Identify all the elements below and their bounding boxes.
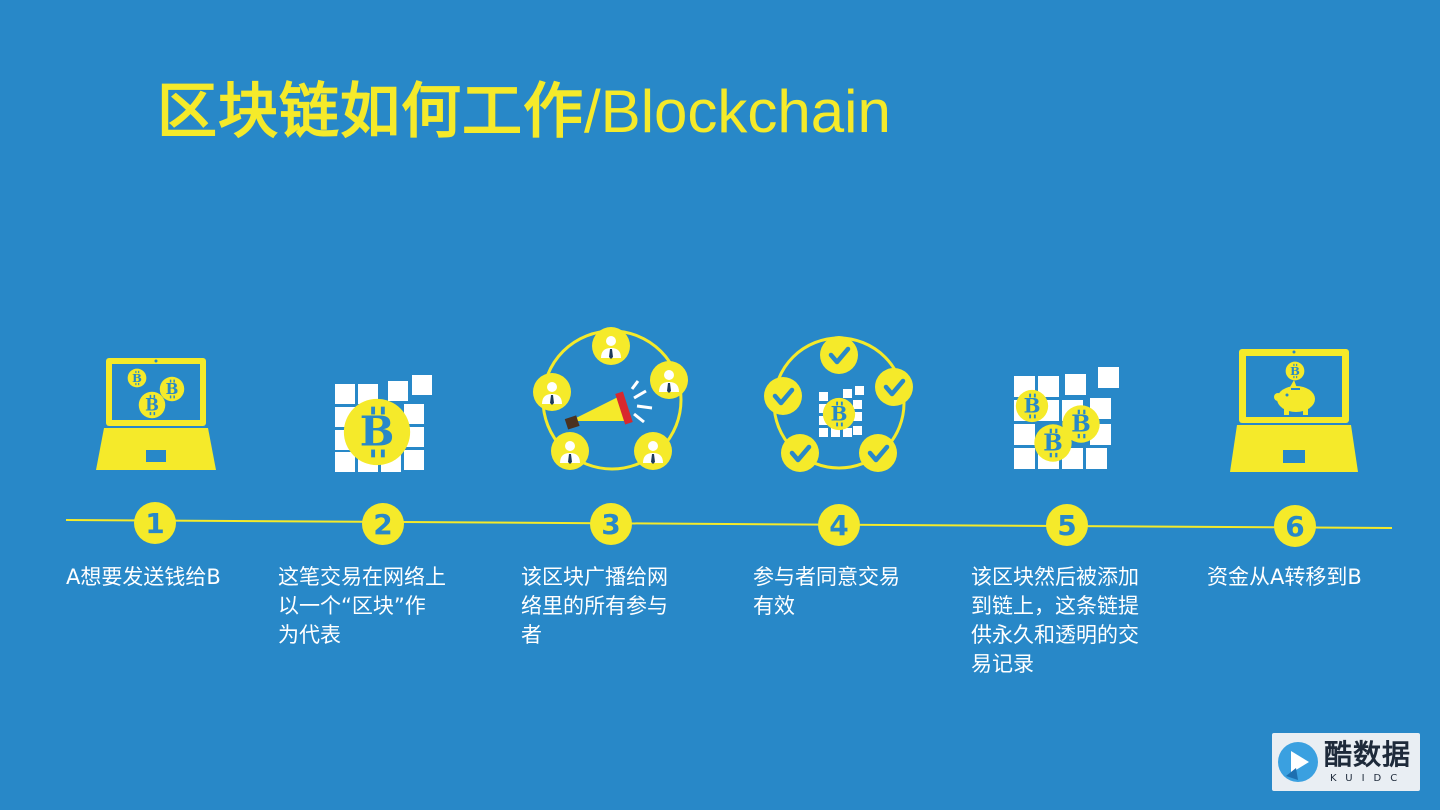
- step-badge-4: 4: [818, 504, 860, 546]
- step-4-text: 参与者同意交易有效: [753, 565, 900, 618]
- step-number-4: 4: [829, 509, 848, 542]
- step-2-text: 这笔交易在网络上以一个“区块”作为代表: [278, 565, 446, 647]
- step-number-3: 3: [601, 508, 620, 541]
- step-5-text: 该区块然后被添加到链上，这条链提供永久和透明的交易记录: [971, 565, 1139, 676]
- step-badge-2: 2: [362, 503, 404, 545]
- laptop-bitcoin-icon: [96, 358, 216, 470]
- watermark-logo: 酷数据 KUIDC: [1272, 733, 1420, 791]
- step-badge-6: 6: [1274, 505, 1316, 547]
- title-en: /Blockchain: [584, 78, 891, 145]
- step-1-text: A想要发送钱给B: [66, 565, 221, 589]
- step-badge-3: 3: [590, 503, 632, 545]
- step-6-text: 资金从A转移到B: [1207, 565, 1362, 589]
- step-badge-5: 5: [1046, 504, 1088, 546]
- step-badge-1: 1: [134, 502, 176, 544]
- step-number-6: 6: [1285, 510, 1304, 543]
- laptop-piggy-bank-icon: [1230, 349, 1358, 472]
- step-number-5: 5: [1057, 509, 1076, 542]
- bitcoin-block-icon: [335, 375, 432, 472]
- blockchain-blocks-icon: [1014, 367, 1119, 469]
- step-number-1: 1: [145, 507, 164, 540]
- play-logo-icon: [1278, 742, 1318, 782]
- step-number-2: 2: [373, 508, 392, 541]
- broadcast-network-icon: [533, 327, 688, 471]
- title-zh: 区块链如何工作: [157, 77, 584, 147]
- timeline-line: [65, 519, 1393, 529]
- page-title: 区块链如何工作/Blockchain: [157, 72, 891, 152]
- step-3-text: 该区块广播给网络里的所有参与者: [521, 565, 668, 647]
- logo-name: 酷数据: [1324, 738, 1412, 771]
- consensus-check-icon: [764, 336, 913, 472]
- logo-subtitle: KUIDC: [1330, 773, 1407, 784]
